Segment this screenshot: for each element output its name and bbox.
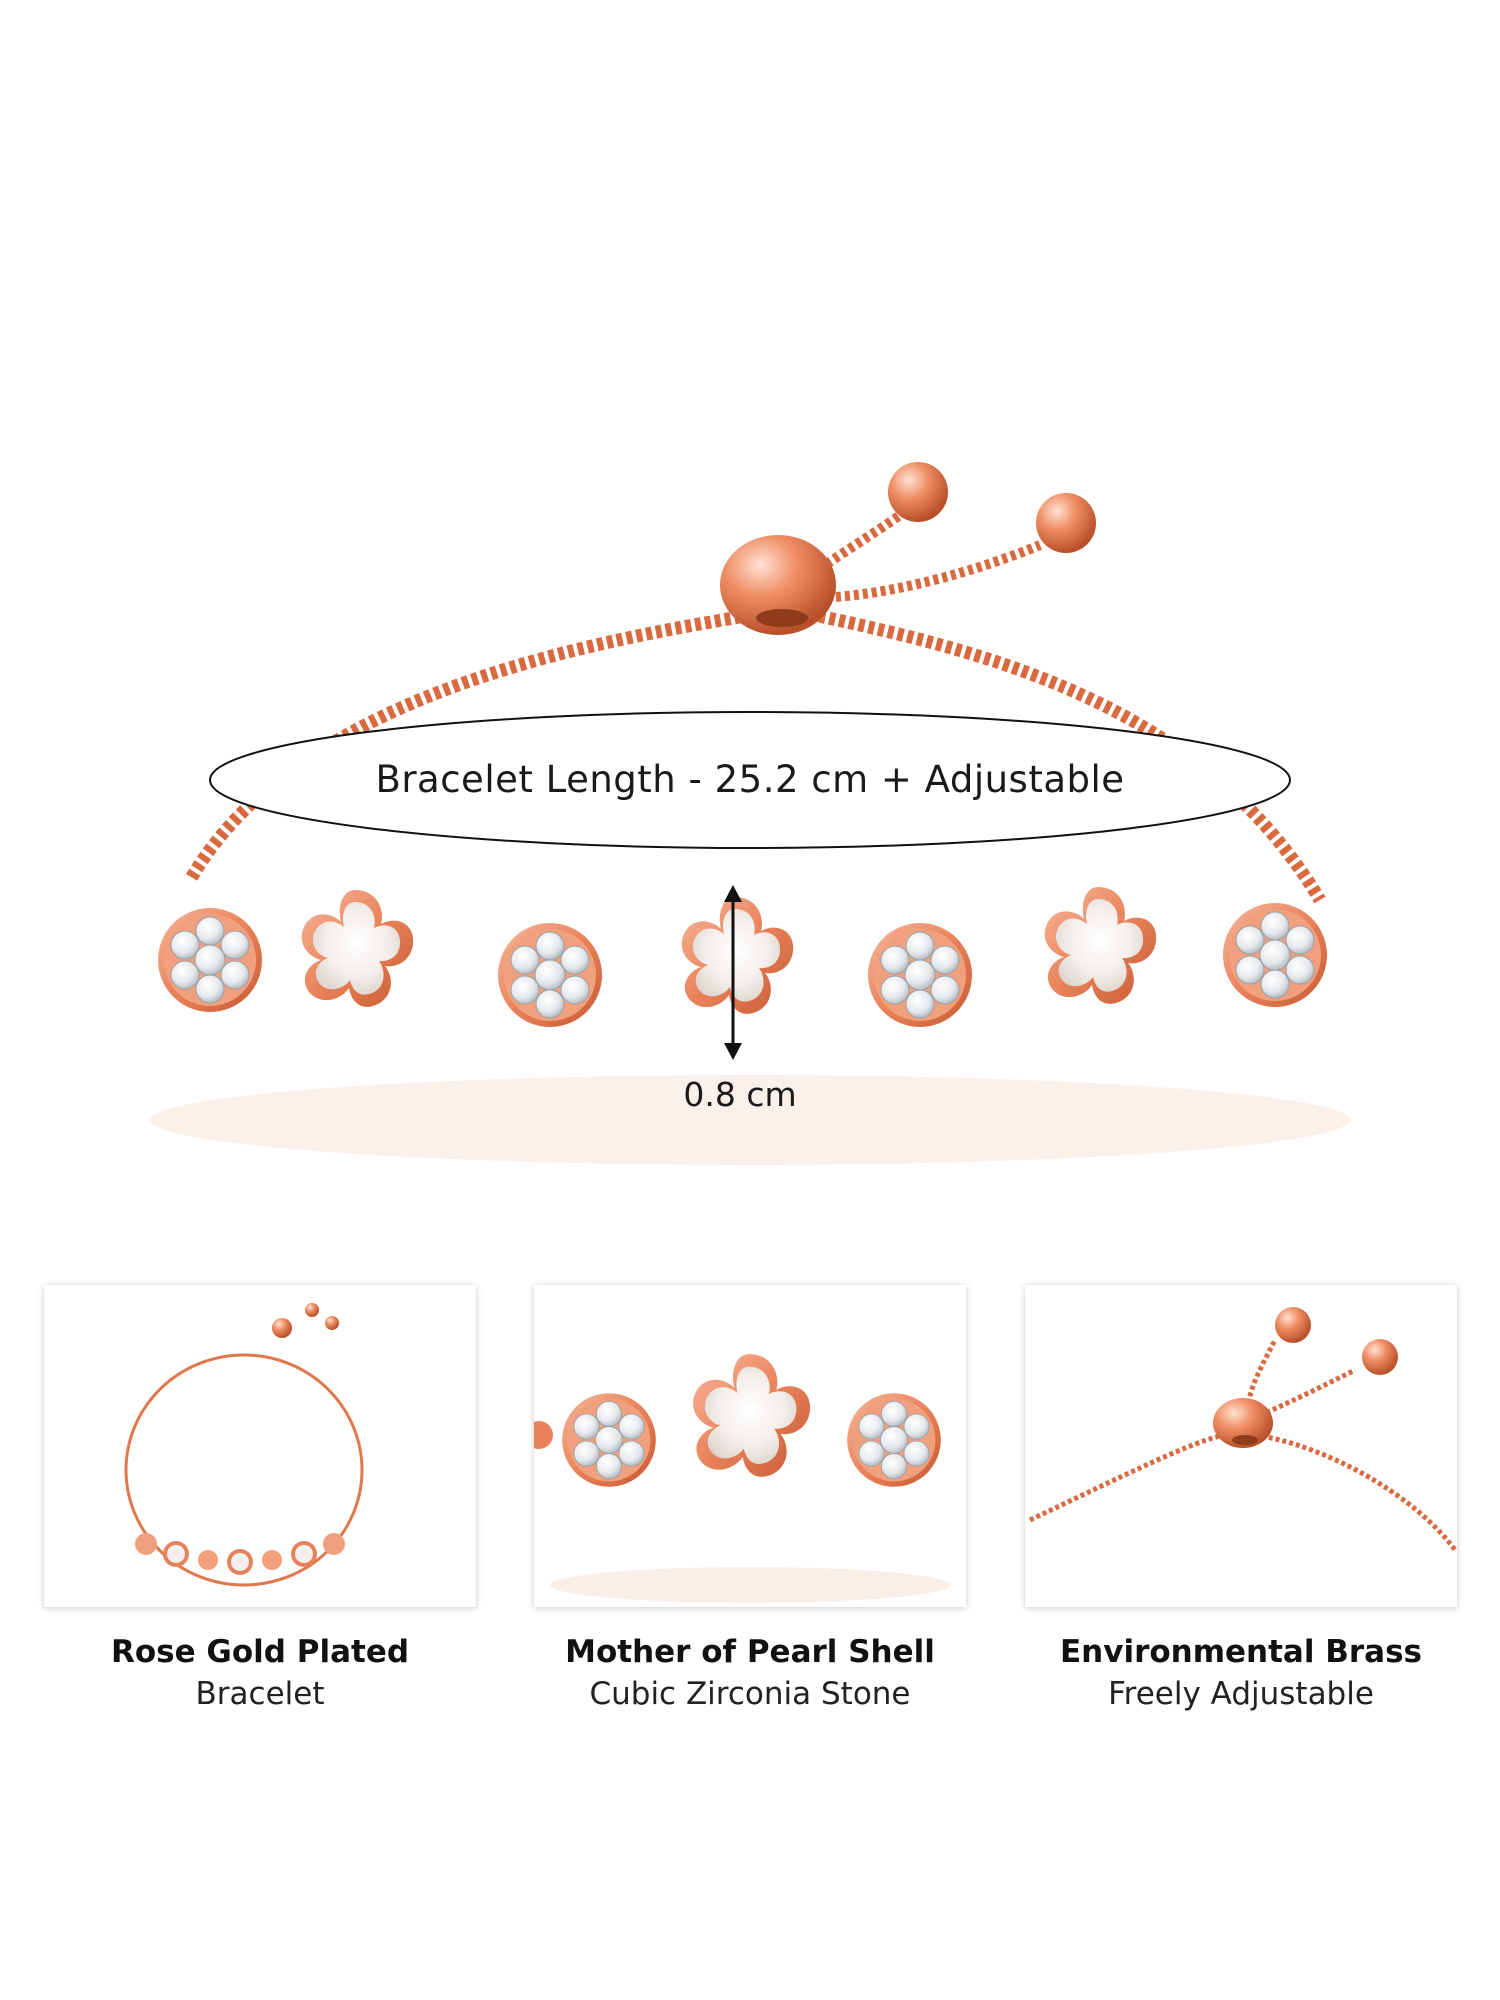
pearl-flower-1 bbox=[301, 890, 414, 1007]
feature-card-charm-closeup bbox=[534, 1285, 966, 1607]
full-bracelet-thumbnail bbox=[124, 1303, 364, 1587]
zircon-cluster-4 bbox=[1222, 902, 1328, 1008]
zircon-cluster-2 bbox=[497, 922, 603, 1028]
feature-subtitle: Cubic Zirconia Stone bbox=[589, 1676, 911, 1712]
feature-subtitle: Freely Adjustable bbox=[1108, 1676, 1374, 1712]
bracelet-hero-image: Bracelet Length - 25.2 cm + Adjustable 0… bbox=[150, 462, 1350, 1165]
feature-caption-3: Environmental Brass Freely Adjustable bbox=[991, 1632, 1491, 1716]
feature-card-adjustable-clasp bbox=[1025, 1285, 1457, 1607]
feature-title: Mother of Pearl Shell bbox=[565, 1634, 935, 1670]
zircon-cluster-3 bbox=[867, 922, 973, 1028]
charm-closeup-thumbnail bbox=[534, 1354, 950, 1603]
feature-subtitle: Bracelet bbox=[195, 1676, 325, 1712]
zircon-cluster-1 bbox=[157, 907, 263, 1013]
length-ellipse bbox=[209, 711, 1291, 849]
bracelet-length-label: Bracelet Length - 25.2 cm + Adjustable bbox=[375, 758, 1125, 801]
bracelet-reflection bbox=[150, 1075, 1350, 1165]
feature-title: Environmental Brass bbox=[1059, 1634, 1423, 1670]
feature-caption-1: Rose Gold Plated Bracelet bbox=[10, 1632, 510, 1716]
end-ball-right bbox=[1036, 493, 1096, 553]
pearl-flower-2 bbox=[681, 897, 794, 1014]
feature-caption-2: Mother of Pearl Shell Cubic Zirconia Sto… bbox=[500, 1632, 1000, 1716]
slider-bead bbox=[720, 535, 836, 635]
feature-title: Rose Gold Plated bbox=[110, 1634, 410, 1670]
bracelet-illustration bbox=[150, 462, 1350, 1165]
adjustable-clasp-thumbnail bbox=[1028, 1307, 1457, 1552]
feature-card-full-bracelet bbox=[44, 1285, 476, 1607]
width-arrow bbox=[724, 885, 742, 1060]
charm-width-label: 0.8 cm bbox=[683, 1075, 797, 1114]
pearl-flower-3 bbox=[1044, 887, 1157, 1004]
end-ball-left bbox=[888, 462, 948, 522]
